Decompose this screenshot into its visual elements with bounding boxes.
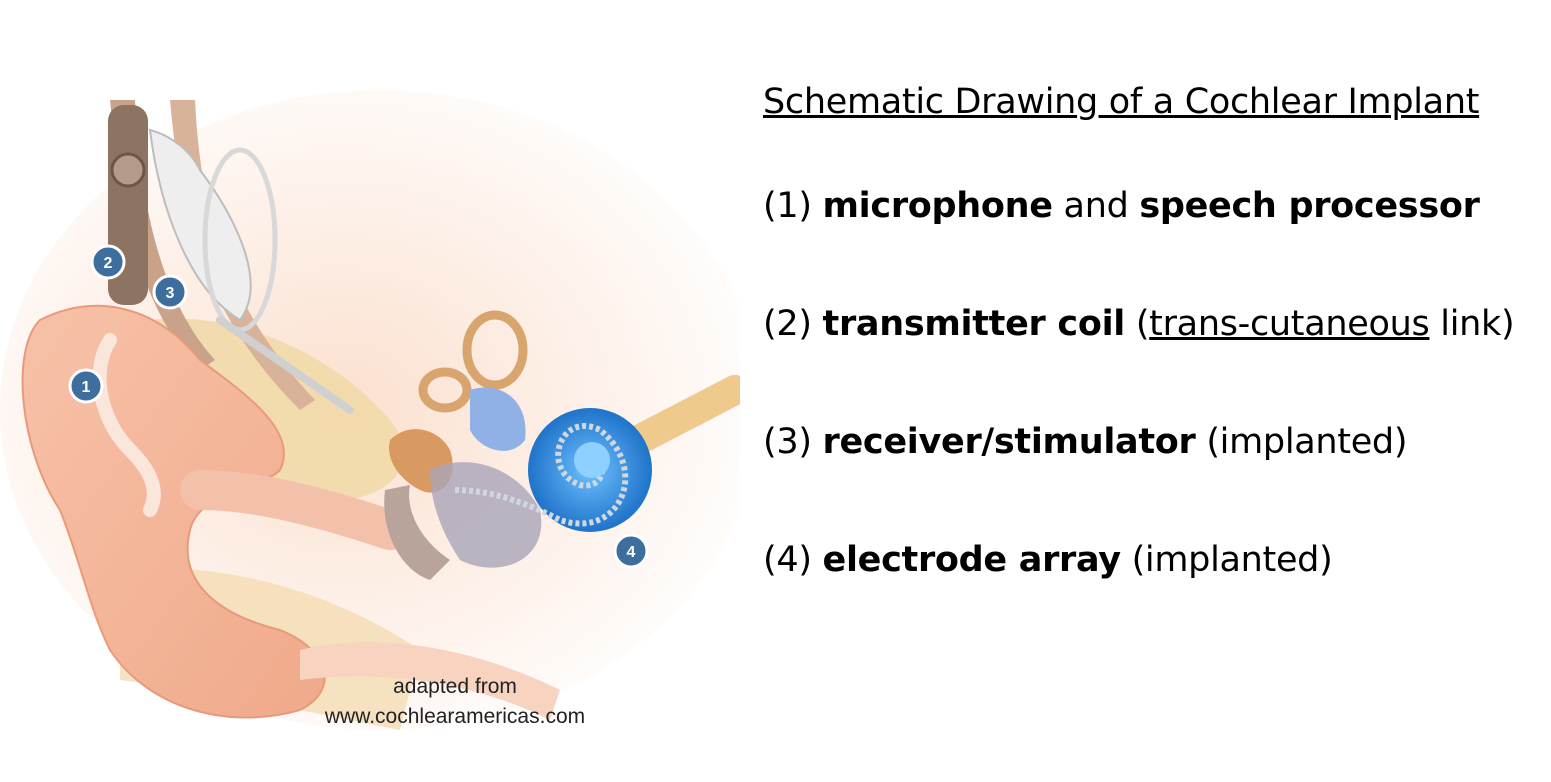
- semicircular-canal: [462, 310, 528, 390]
- ear-cross-section: 1 2 3 4: [0, 90, 740, 730]
- legend-panel: Schematic Drawing of a Cochlear Implant …: [763, 82, 1548, 658]
- item-term: receiver/stimulator: [822, 422, 1196, 462]
- implant-lead: [216, 316, 354, 414]
- item-number: (3): [763, 422, 812, 462]
- semicircular-canal: [418, 367, 472, 413]
- item-connector: and: [1063, 186, 1129, 226]
- item-paren-close: link): [1440, 304, 1515, 344]
- item-number: (1): [763, 186, 812, 226]
- svg-text:3: 3: [166, 285, 175, 302]
- processor-dial: [110, 152, 146, 188]
- item-term: electrode array: [822, 540, 1122, 580]
- legend-item-2: (2) transmitter coil (trans-cutaneous li…: [763, 304, 1548, 344]
- vestibule: [470, 387, 526, 451]
- marker-4: 4: [613, 533, 649, 569]
- ear-illustration: 1 2 3 4: [0, 90, 740, 770]
- svg-text:2: 2: [104, 255, 113, 272]
- marker-2: 2: [90, 244, 126, 280]
- item-number: (2): [763, 304, 812, 344]
- item-term: microphone: [822, 186, 1054, 226]
- legend-item-1: (1) microphone and speech processor: [763, 186, 1548, 226]
- item-note: (implanted): [1206, 422, 1408, 462]
- diagram-title: Schematic Drawing of a Cochlear Implant: [763, 82, 1480, 122]
- lower-canal: [300, 642, 560, 720]
- item-note: (implanted): [1131, 540, 1333, 580]
- image-credit: adapted from www.cochlearamericas.com: [270, 672, 640, 732]
- item-number: (4): [763, 540, 812, 580]
- electrode-array: [454, 423, 629, 527]
- cochlea-core: [574, 442, 610, 478]
- item-term: transmitter coil: [822, 304, 1126, 344]
- credit-line-1: adapted from: [393, 675, 517, 698]
- marker-1: 1: [68, 368, 104, 404]
- legend-item-4: (4) electrode array (implanted): [763, 540, 1548, 580]
- skull-layer-inner: [170, 100, 315, 410]
- marker-3: 3: [152, 274, 188, 310]
- ear-drum: [384, 485, 450, 580]
- credit-url: www.cochlearamericas.com: [324, 705, 586, 728]
- svg-text:4: 4: [627, 544, 636, 561]
- ear-canal: [180, 470, 410, 550]
- legend-item-3: (3) receiver/stimulator (implanted): [763, 422, 1548, 462]
- ear-fold: [92, 333, 161, 517]
- item-term-secondary: speech processor: [1139, 186, 1480, 226]
- item-paren-open: (: [1135, 304, 1150, 344]
- svg-text:1: 1: [82, 379, 91, 396]
- transmitter-coil: [148, 128, 252, 322]
- item-underlined-word: trans-cutaneous: [1149, 304, 1430, 344]
